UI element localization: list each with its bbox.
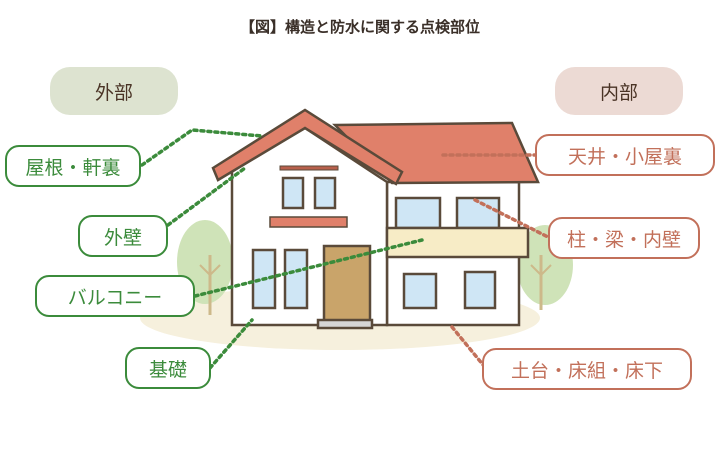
label-balcony: バルコニー: [35, 275, 195, 317]
exterior-category-label: 外部: [50, 67, 178, 115]
label-sill-floor: 土台・床組・床下: [482, 348, 692, 390]
gable-roof: [211, 108, 404, 186]
balcony: [385, 226, 530, 259]
label-ceiling-attic: 天井・小屋裏: [535, 134, 715, 176]
leader-lines: [140, 128, 550, 370]
house: [211, 108, 540, 330]
label-roof-eaves: 屋根・軒裏: [5, 145, 141, 187]
label-foundation: 基礎: [125, 347, 211, 389]
label-exterior-wall: 外壁: [78, 215, 168, 257]
diagram-title: 【図】構造と防水に関する点検部位: [239, 18, 480, 36]
label-pillar-beam-wall: 柱・梁・内壁: [548, 217, 700, 259]
interior-category-label: 内部: [555, 67, 683, 115]
